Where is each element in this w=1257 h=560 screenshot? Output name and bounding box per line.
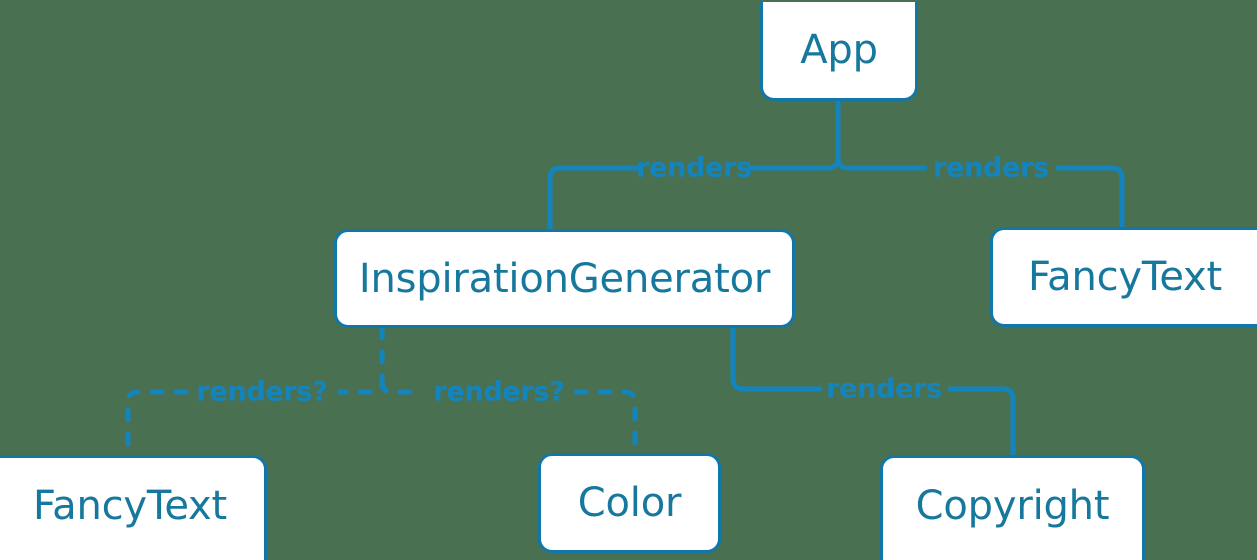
node-copyright[interactable]: Copyright bbox=[880, 455, 1145, 560]
edge-inspiration-to-fancytext bbox=[125, 389, 189, 458]
edge-app-to-fancytext-right-tail bbox=[1055, 165, 1125, 230]
edge-inspiration-to-color-stem bbox=[379, 379, 423, 395]
node-fancytext-right[interactable]: FancyText bbox=[990, 227, 1257, 327]
edge-label-inspiration-to-copyright: renders bbox=[826, 373, 942, 405]
edge-app-to-fancytext-right bbox=[835, 155, 928, 171]
node-fancytext-left[interactable]: FancyText bbox=[0, 455, 267, 560]
edge-inspiration-dashed-stem bbox=[337, 325, 385, 395]
edge-label-app-to-inspiration: renders bbox=[636, 152, 752, 184]
node-app[interactable]: App bbox=[760, 2, 918, 101]
edge-app-to-inspiration-tail bbox=[547, 165, 641, 232]
edge-app-to-inspiration bbox=[747, 98, 841, 171]
node-copyright-label: Copyright bbox=[915, 483, 1110, 529]
node-color[interactable]: Color bbox=[538, 453, 721, 553]
node-inspirationgenerator[interactable]: InspirationGenerator bbox=[334, 229, 795, 328]
edge-label-inspiration-to-fancytext: renders? bbox=[196, 376, 328, 408]
node-fancytext-right-label: FancyText bbox=[1028, 254, 1222, 300]
node-fancytext-left-label: FancyText bbox=[33, 483, 227, 529]
edge-label-app-to-fancytext-right: renders bbox=[933, 152, 1049, 184]
edge-label-inspiration-to-color: renders? bbox=[433, 376, 565, 408]
edge-inspiration-to-copyright-tail bbox=[947, 386, 1016, 458]
node-inspirationgenerator-label: InspirationGenerator bbox=[358, 255, 771, 302]
edge-inspiration-to-color bbox=[573, 389, 638, 456]
edge-inspiration-to-copyright bbox=[730, 325, 823, 392]
node-color-label: Color bbox=[577, 480, 682, 526]
node-app-label: App bbox=[800, 27, 878, 73]
